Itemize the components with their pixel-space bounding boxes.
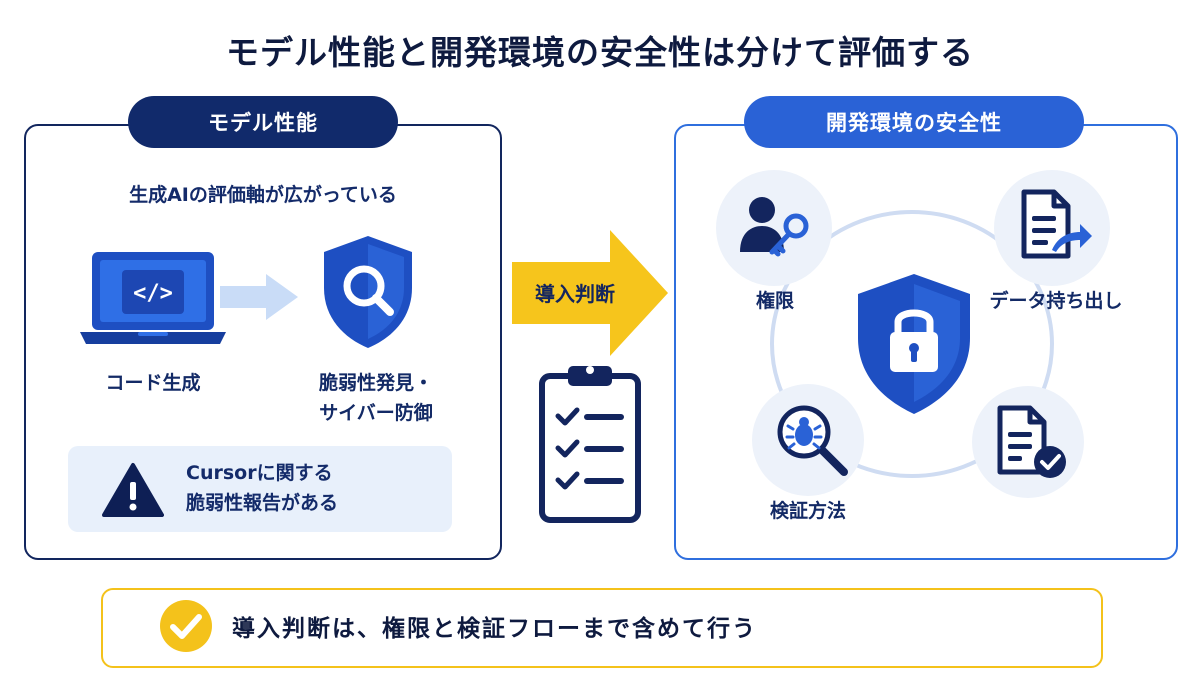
shield-lock-icon — [852, 272, 976, 416]
svg-text:</>: </> — [133, 281, 173, 306]
conclusion-banner — [101, 588, 1103, 668]
decision-label: 導入判断 — [535, 282, 615, 306]
data-export-label: データ持ち出し — [989, 290, 1123, 312]
user-key-icon — [738, 192, 814, 262]
page-title: モデル性能と開発環境の安全性は分けて評価する — [226, 33, 974, 72]
document-export-icon — [1018, 188, 1094, 264]
model-performance-pill: モデル性能 — [128, 96, 398, 148]
vulnerability-label-line1: 脆弱性発見・ — [318, 372, 433, 394]
decision-arrow: 導入判断 — [512, 230, 670, 356]
vulnerability-label: 脆弱性発見・ サイバー防御 — [286, 368, 466, 428]
conclusion-text: 導入判断は、権限と検証フローまで含めて行う — [232, 616, 757, 642]
laptop-code-icon: </> — [78, 248, 228, 348]
environment-security-pill: 開発環境の安全性 — [744, 96, 1084, 148]
warning-line2: 脆弱性報告がある — [186, 492, 339, 514]
permissions-label: 権限 — [755, 290, 794, 312]
permissions-icon-bg — [716, 170, 832, 286]
right-arrow-icon — [220, 272, 300, 322]
warning-text: Cursorに関する 脆弱性報告がある — [186, 458, 446, 518]
check-circle-icon — [158, 598, 214, 654]
bug-search-icon — [774, 402, 850, 478]
code-generation-label: コード生成 — [105, 372, 201, 394]
document-check-icon — [994, 404, 1070, 480]
warning-line1: Cursorに関する — [186, 462, 333, 484]
shield-search-icon — [318, 234, 418, 350]
verification-label: 検証方法 — [769, 500, 846, 522]
vulnerability-label-line2: サイバー防御 — [319, 402, 433, 424]
warning-icon — [102, 462, 164, 518]
connection-ring — [760, 204, 1060, 484]
clipboard-checklist-icon — [538, 362, 642, 524]
evaluation-axis-subheading: 生成AIの評価軸が広がっている — [129, 184, 397, 206]
